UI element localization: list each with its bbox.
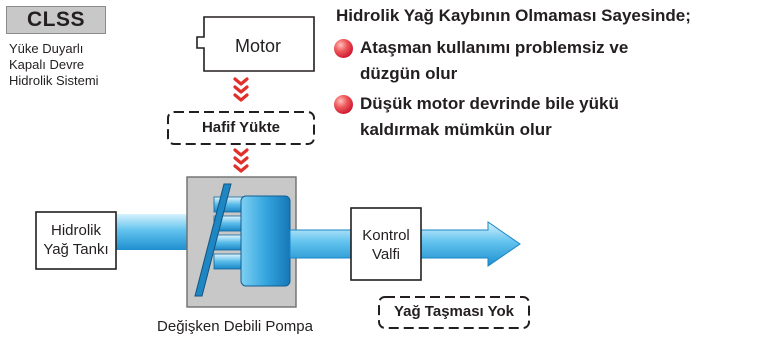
motor-label: Motor xyxy=(234,36,281,56)
benefits-title: Hidrolik Yağ Kaybının Olmaması Sayesinde… xyxy=(336,6,691,25)
chevrons-lower xyxy=(233,148,249,173)
tank-label-line: Hidrolik xyxy=(50,222,101,239)
motor-box xyxy=(196,16,315,72)
system-description: Yüke Duyarlı Kapalı Devre Hidrolik Siste… xyxy=(9,41,149,89)
tank-box xyxy=(35,211,117,270)
valve-label-line: Valfi xyxy=(371,246,401,263)
pump-label: Değişken Debili Pompa xyxy=(157,318,313,335)
valve-box xyxy=(350,207,422,281)
benefit-line: kaldırmak mümkün olur xyxy=(360,120,552,139)
tank-label-line: Yağ Tankı xyxy=(43,241,109,258)
benefit-item: Düşük motor devrinde bile yükü kaldırmak… xyxy=(334,91,764,143)
benefits-list: Ataşman kullanımı problemsiz ve düzgün o… xyxy=(334,35,764,147)
no-overflow-label: Yağ Taşması Yok xyxy=(393,303,515,320)
valve-label-line: Kontrol xyxy=(362,227,410,244)
chevrons-upper xyxy=(233,77,249,102)
red-bullet-icon xyxy=(334,95,353,114)
benefit-line: Ataşman kullanımı problemsiz ve xyxy=(360,38,629,57)
light-load-label: Hafif Yükte xyxy=(201,119,281,136)
clss-badge: CLSS xyxy=(6,6,106,34)
valve-label: Kontrol Valfi xyxy=(351,226,421,264)
benefit-item: Ataşman kullanımı problemsiz ve düzgün o… xyxy=(334,35,764,87)
no-overflow-box xyxy=(378,296,530,329)
benefit-line: Düşük motor devrinde bile yükü xyxy=(360,94,619,113)
pump-drum xyxy=(240,195,291,287)
tank-label: Hidrolik Yağ Tankı xyxy=(36,221,116,259)
system-description-line: Hidrolik Sistemi xyxy=(9,73,99,88)
system-description-line: Kapalı Devre xyxy=(9,57,85,72)
system-description-line: Yüke Duyarlı xyxy=(9,41,84,56)
red-bullet-icon xyxy=(334,39,353,58)
swash-plate xyxy=(194,183,232,297)
benefit-line: düzgün olur xyxy=(360,64,458,83)
light-load-box xyxy=(167,111,315,145)
